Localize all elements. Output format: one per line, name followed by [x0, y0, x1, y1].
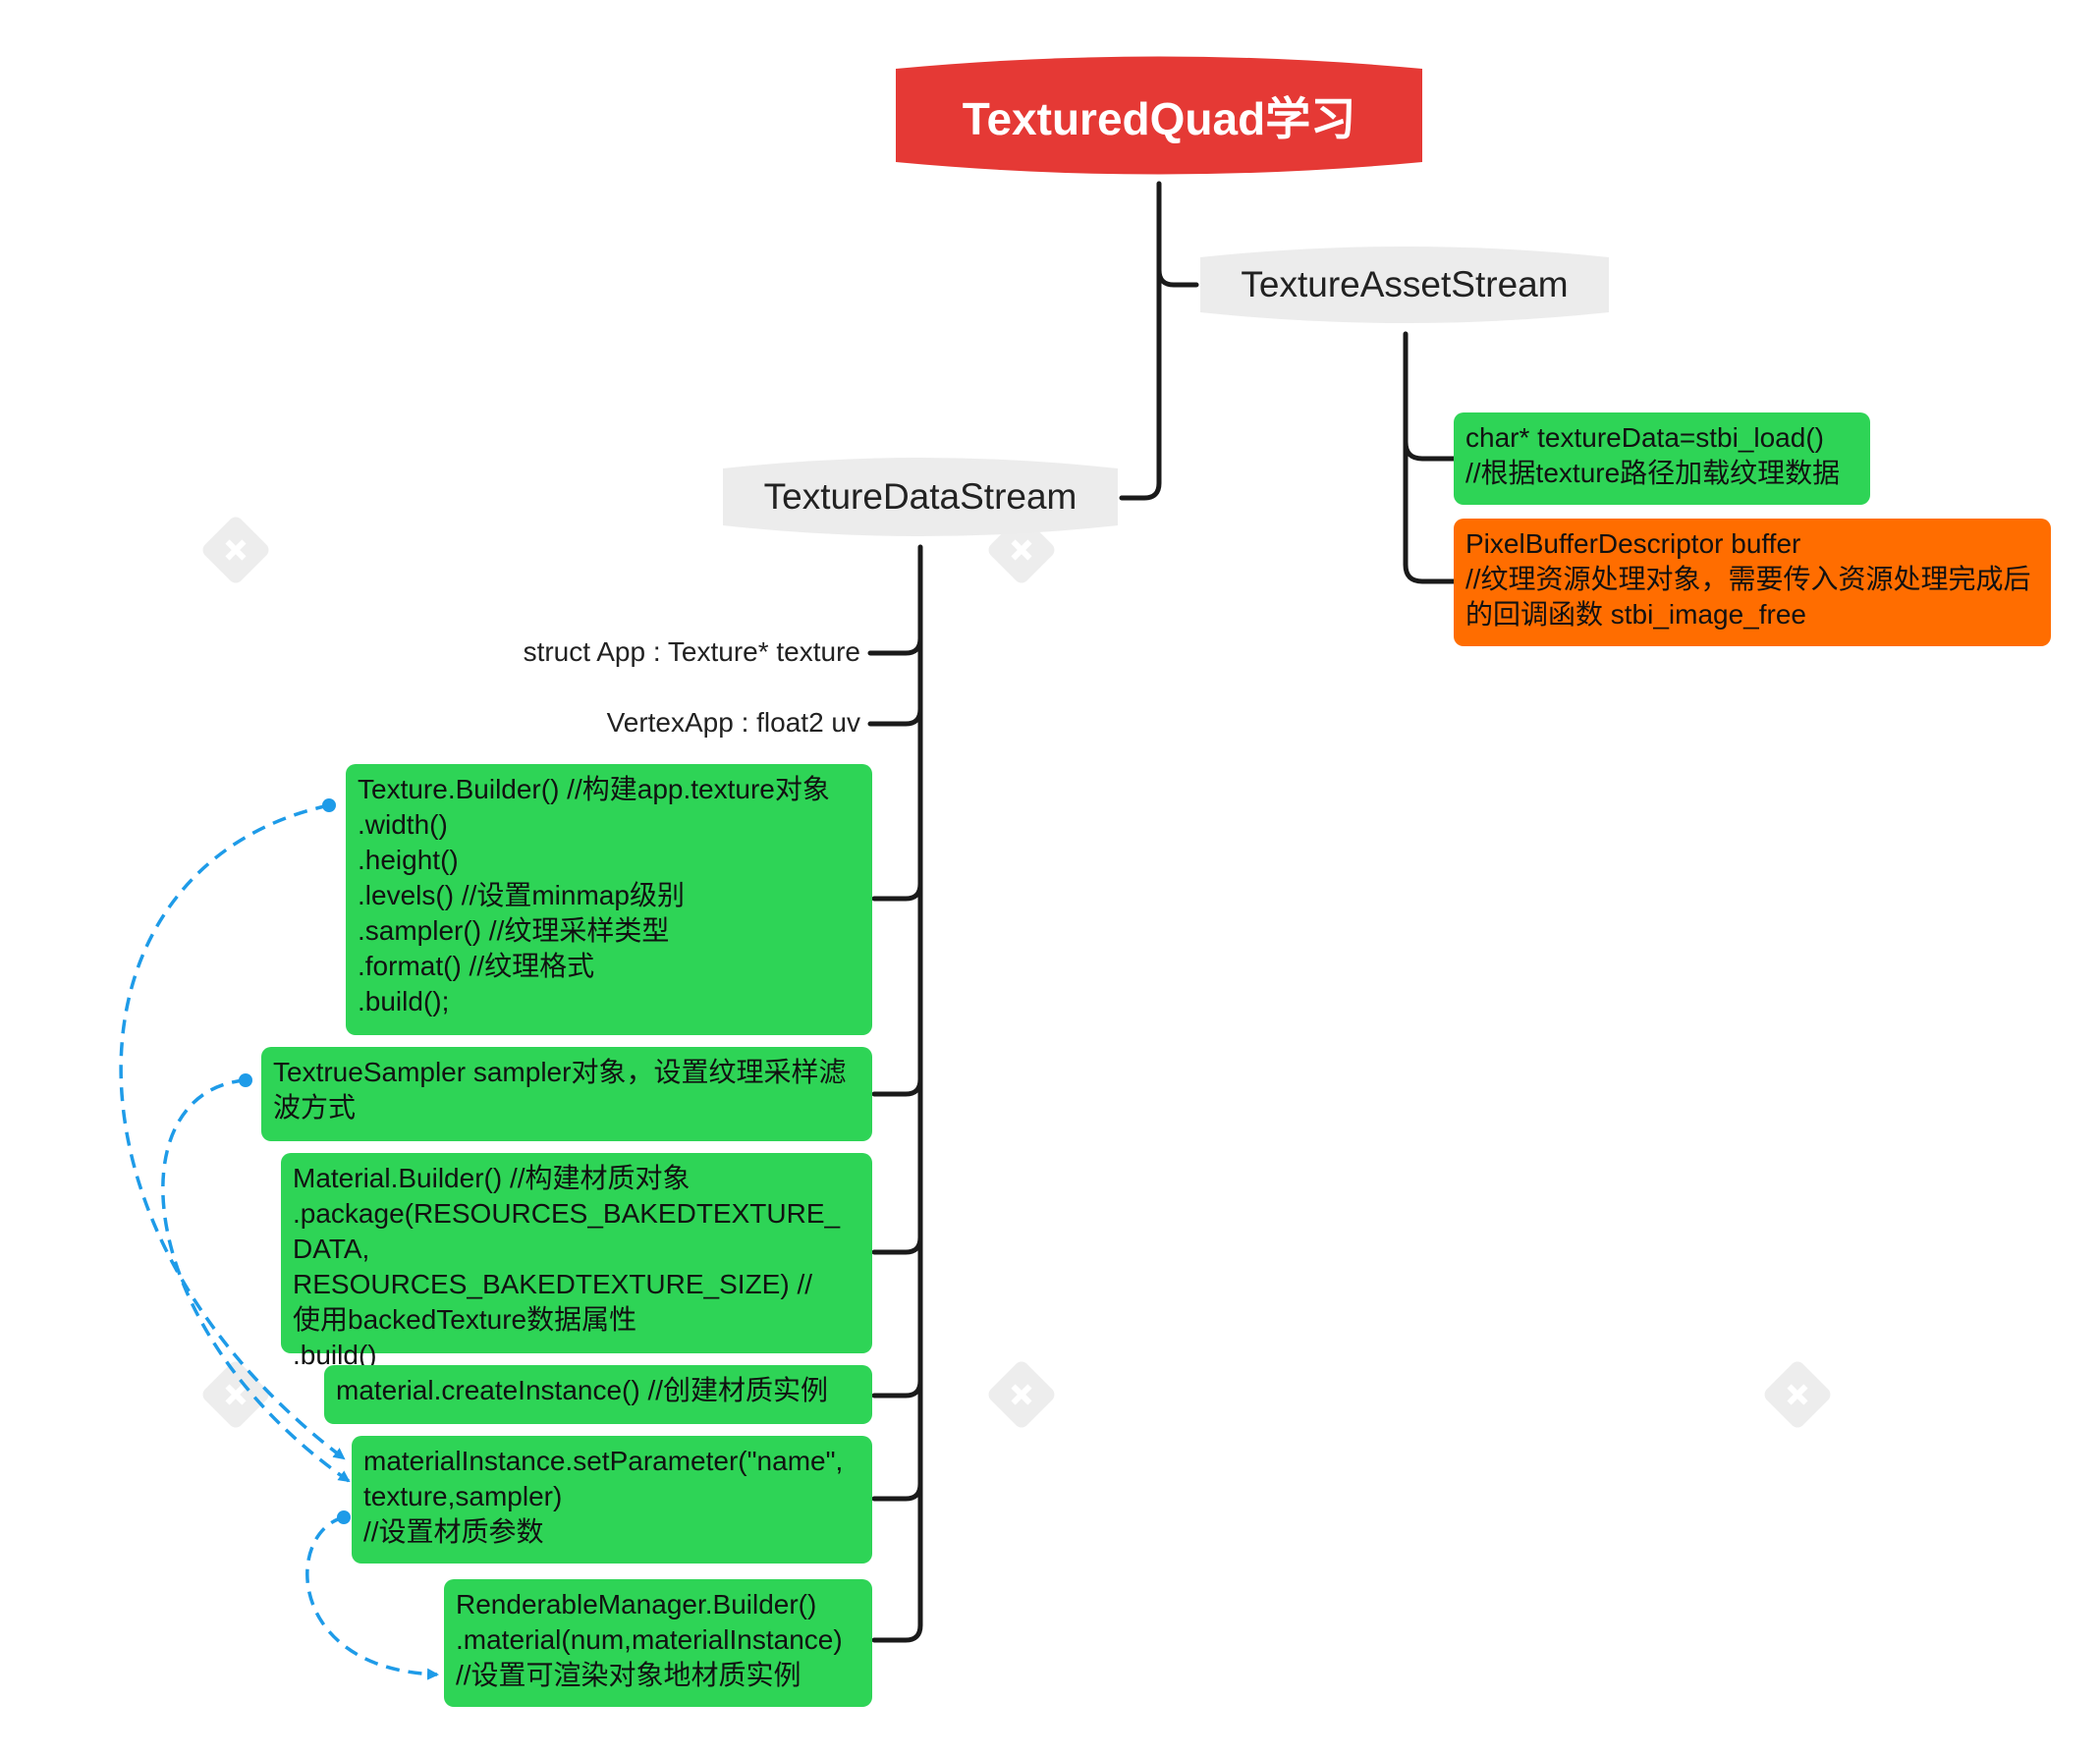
topic-renderable-manager[interactable]: RenderableManager.Builder() .material(nu…	[444, 1579, 872, 1707]
watermark-logo-icon	[1764, 1361, 1831, 1428]
relationship-start-dot	[239, 1073, 252, 1087]
watermark-logo-icon	[202, 1361, 269, 1428]
asset-connector	[1403, 331, 1457, 584]
root-connector	[1156, 267, 1199, 288]
branch-pill-shape	[1200, 247, 1609, 323]
data-connector	[871, 881, 923, 902]
relationship-start-dot	[337, 1510, 351, 1524]
topic-vertex-app[interactable]: VertexApp : float2 uv	[606, 707, 860, 738]
topic-set-parameter[interactable]: materialInstance.setParameter("name", te…	[352, 1436, 872, 1564]
relationship-arrow	[119, 803, 346, 1460]
watermark-logo-icon	[202, 517, 269, 583]
asset-connector	[1403, 439, 1457, 462]
data-connector	[871, 1076, 923, 1097]
topic-texture-sampler[interactable]: TextrueSampler sampler对象，设置纹理采样滤 波方式	[261, 1047, 872, 1141]
relationship-start-dot	[322, 798, 336, 812]
data-connector	[871, 1378, 923, 1399]
data-connector	[867, 635, 923, 656]
relationship-arrow	[161, 1078, 351, 1483]
root-shape	[896, 56, 1422, 175]
root-connector	[1119, 181, 1162, 501]
topic-stbi-load[interactable]: char* textureData=stbi_load() //根据textur…	[1454, 412, 1870, 505]
branch-texture-data-stream[interactable]: TextureDataStream	[763, 476, 1078, 517]
branch-texture-asset-stream[interactable]: TextureAssetStream	[1241, 264, 1569, 304]
data-connector	[867, 706, 923, 727]
data-connector	[871, 544, 923, 1643]
data-connector	[871, 1481, 923, 1502]
topic-create-instance[interactable]: material.createInstance() //创建材质实例	[324, 1365, 872, 1424]
watermark-logo-icon	[988, 1361, 1055, 1428]
data-connector	[871, 1235, 923, 1255]
relationship-arrow	[305, 1515, 439, 1680]
branch-pill-shape	[723, 458, 1118, 536]
topic-pixel-buffer-descriptor[interactable]: PixelBufferDescriptor buffer //纹理资源处理对象，…	[1454, 519, 2051, 646]
topic-struct-app[interactable]: struct App : Texture* texture	[523, 636, 860, 667]
topic-material-builder[interactable]: Material.Builder() //构建材质对象 .package(RES…	[281, 1153, 872, 1370]
root-topic[interactable]: TexturedQuad学习	[962, 92, 1356, 144]
topic-texture-builder[interactable]: Texture.Builder() //构建app.texture对象 .wid…	[346, 764, 872, 1035]
